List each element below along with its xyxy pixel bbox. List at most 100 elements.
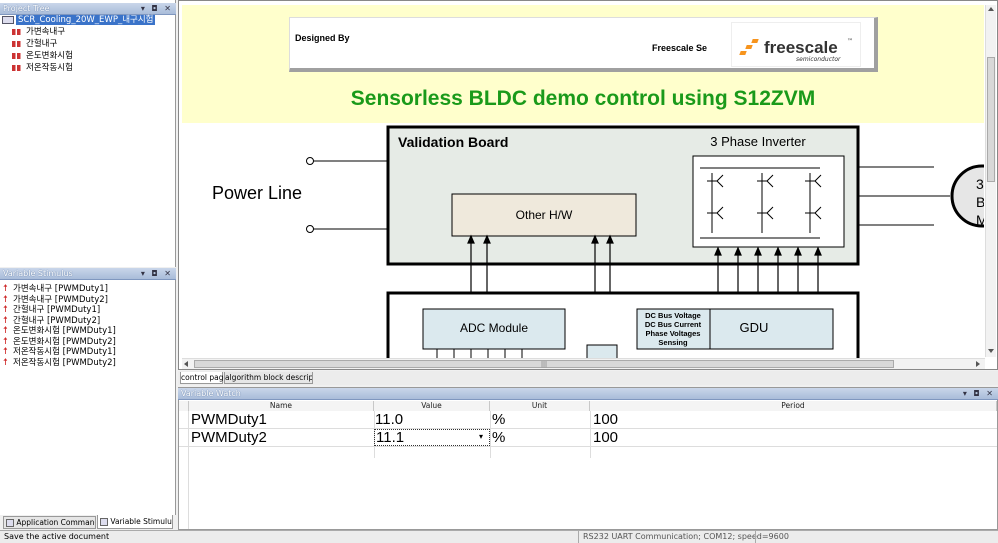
tab-application-commands[interactable]: Application Commands	[3, 516, 96, 529]
stimulus-label: 온도변화시험 [PWMDuty2]	[13, 336, 116, 347]
person-icon: ☨	[3, 326, 8, 336]
tree-item-label: 가변속내구	[26, 27, 66, 37]
stimulus-label: 가변속내구 [PWMDuty1]	[13, 284, 109, 294]
motor-label: B	[976, 194, 984, 210]
stimulus-label: 간헐내구 [PWMDuty1]	[13, 305, 101, 315]
variable-watch-title: Variable Watch	[181, 389, 241, 398]
col-header-blank	[179, 401, 189, 411]
stimulus-label: 가변속내구 [PWMDuty2]	[13, 294, 109, 305]
project-tree-panel	[0, 0, 176, 267]
stimulus-item[interactable]: ☨ 간헐내구 [PWMDuty2]	[3, 316, 100, 326]
col-header-unit[interactable]: Unit	[490, 401, 590, 411]
stimulus-label: 저온작동시험 [PWMDuty2]	[13, 357, 116, 368]
test-icon	[12, 64, 24, 71]
stimulus-item[interactable]: ☨ 온도변화시험 [PWMDuty2]	[3, 337, 116, 347]
motor-circle	[950, 164, 984, 228]
freescale-logo: freescale ™ semiconductor	[731, 22, 861, 67]
stimulus-label: 온도변화시험 [PWMDuty1]	[13, 326, 116, 336]
test-icon	[12, 52, 24, 59]
logo-text: freescale	[764, 38, 838, 57]
tree-root[interactable]: SCR_Cooling_20W_EWP_내구시험	[2, 15, 156, 26]
variable-stimulus-title: Variable Stimulus	[3, 269, 73, 278]
test-icon	[12, 40, 24, 47]
scroll-thumb[interactable]	[987, 57, 995, 182]
logo-subtext: semiconductor	[796, 56, 841, 63]
col-header-value[interactable]: Value	[374, 401, 490, 411]
watch-left-strip	[179, 458, 189, 529]
person-icon: ☨	[3, 347, 8, 357]
watch-unit: %	[492, 411, 506, 428]
hscroll-thumb[interactable]: |||	[194, 360, 894, 368]
tree-item-label: 저온작동시험	[26, 63, 73, 73]
tree-item[interactable]: 간헐내구	[12, 39, 57, 50]
stimulus-item[interactable]: ☨가변속내구 [PWMDuty2]	[3, 295, 108, 305]
watch-value[interactable]: 11.1	[376, 429, 405, 446]
person-icon: ☨	[3, 357, 8, 368]
document-hscrollbar[interactable]: |||	[182, 358, 985, 369]
dc-bus-current-label: DC Bus Current	[645, 320, 702, 329]
adc-module-label: ADC Module	[460, 321, 528, 335]
doc-tab-bar	[178, 371, 998, 385]
stimulus-item[interactable]: ☨ 온도변화시험 [PWMDuty1]	[3, 326, 116, 336]
panel-controls[interactable]: ▾ ◘ ✕	[140, 4, 173, 13]
stimulus-item[interactable]: ☨ 저온작동시험 [PWMDuty2]	[3, 358, 116, 368]
tree-item[interactable]: 저온작동시험	[12, 63, 73, 74]
status-connection: RS232 UART Communication; COM12; speed=9…	[583, 532, 789, 541]
tab-control-page[interactable]: control page	[180, 372, 228, 384]
variable-stimulus-titlebar: Variable Stimulus ▾ ◘ ✕	[0, 268, 176, 280]
motor-label: M	[976, 212, 984, 228]
value-spin-arrow-icon[interactable]: ▾	[479, 432, 484, 441]
tree-item-label: 온도변화시험	[26, 51, 73, 61]
stimulus-item[interactable]: ☨가변속내구 [PWMDuty1]	[3, 284, 108, 294]
scroll-right-arrow-icon[interactable]	[976, 361, 980, 367]
scroll-down-arrow-icon[interactable]	[988, 349, 994, 353]
tab-label: Application Commands	[16, 518, 96, 527]
tree-root-label: SCR_Cooling_20W_EWP_내구시험	[16, 15, 156, 25]
watch-period: 100	[593, 429, 619, 446]
gdu-label: GDU	[740, 320, 769, 335]
other-hw-box	[451, 193, 637, 237]
stimulus-label: 간헐내구 [PWMDuty2]	[13, 315, 101, 326]
dc-bus-voltage-label: DC Bus Voltage	[645, 311, 701, 320]
watch-unit: %	[492, 429, 506, 446]
tab-variable-stimulus[interactable]: Variable Stimulus	[97, 515, 173, 529]
variable-watch-titlebar: Variable Watch ▾ ◘ ✕	[178, 388, 998, 400]
panel-controls[interactable]: ▾ ◘ ✕	[140, 269, 173, 278]
power-line-label: Power Line	[212, 183, 302, 203]
tab-label: Variable Stimulus	[110, 517, 173, 526]
inverter-label: 3 Phase Inverter	[710, 134, 806, 149]
stimulus-item[interactable]: ☨ 저온작동시험 [PWMDuty1]	[3, 347, 116, 357]
stimulus-label: 저온작동시험 [PWMDuty1]	[13, 347, 116, 357]
status-left: Save the active document	[4, 532, 110, 541]
value-edit-box[interactable]: 11.1 ▾	[374, 429, 490, 446]
tree-item[interactable]: 온도변화시험	[12, 51, 73, 62]
tree-item[interactable]: 가변속내구	[12, 27, 65, 38]
tab-label: control page	[181, 373, 229, 382]
small-block	[586, 344, 618, 358]
adc-pins	[436, 349, 523, 358]
status-bar	[0, 530, 998, 543]
panel-controls[interactable]: ▾ ◘ ✕	[962, 389, 995, 398]
scroll-up-arrow-icon[interactable]	[988, 7, 994, 11]
phase-voltages-label: Phase Voltages	[646, 329, 701, 338]
person-icon: ☨	[3, 315, 8, 326]
person-icon: ☨	[3, 305, 8, 315]
col-header-name[interactable]: Name	[189, 401, 374, 411]
stimulus-item[interactable]: ☨ 간헐내구 [PWMDuty1]	[3, 305, 100, 315]
scroll-left-arrow-icon[interactable]	[184, 361, 188, 367]
tree-item-label: 간헐내구	[26, 39, 58, 49]
col-header-period[interactable]: Period	[590, 401, 997, 411]
status-divider	[578, 531, 579, 543]
variable-stimulus-panel	[0, 268, 176, 515]
tab-label: algorithm block description	[225, 373, 313, 382]
grid-lines	[179, 411, 997, 458]
project-icon	[2, 15, 14, 24]
watch-value[interactable]: 11.0	[375, 411, 404, 428]
project-tree-titlebar: Project Tree ▾ ◘ ✕	[0, 3, 176, 15]
scroll-grip: |||	[540, 361, 548, 368]
document-vscrollbar[interactable]	[985, 5, 996, 357]
validation-board-label: Validation Board	[398, 134, 508, 150]
person-icon: ☨	[3, 336, 8, 347]
gdu-box	[636, 308, 834, 350]
tab-algorithm-block-description[interactable]: algorithm block description	[224, 372, 313, 384]
